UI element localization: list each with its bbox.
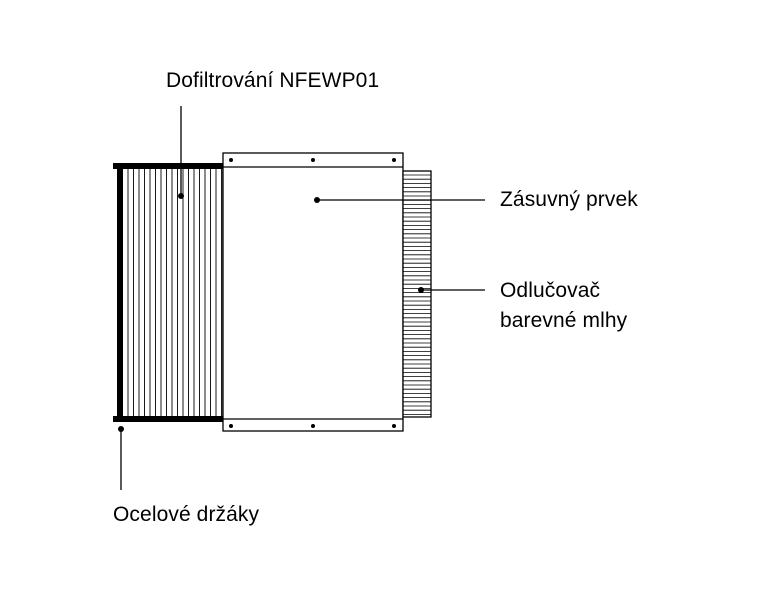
- leader-dot-brackets: [118, 426, 124, 432]
- leader-dot-insert: [314, 197, 320, 203]
- label-separator-line2: barevné mlhy: [500, 309, 628, 332]
- insert-element: [222, 152, 404, 432]
- rivet: [392, 158, 396, 162]
- rivet: [311, 158, 315, 162]
- steel-bracket-left: [117, 165, 123, 421]
- label-separator-line1: Odlučovač: [500, 279, 601, 302]
- label-insert: Zásuvný prvek: [500, 188, 638, 211]
- rivet: [229, 424, 233, 428]
- filter-pleats: [127, 169, 222, 417]
- label-steel-brackets: Ocelové držáky: [113, 503, 260, 526]
- paint-mist-separator: [402, 170, 432, 418]
- steel-bracket-top: [113, 163, 224, 169]
- label-separator: Odlučovač barevné mlhy: [500, 276, 627, 336]
- rivet: [392, 424, 396, 428]
- refiltration-filter: [113, 163, 224, 422]
- steel-bracket-bottom: [113, 416, 224, 422]
- leader-dot-separator: [418, 287, 424, 293]
- leader-dot-refiltration: [178, 193, 184, 199]
- rivet: [229, 158, 233, 162]
- rivet: [311, 424, 315, 428]
- leader-lines: [118, 106, 485, 490]
- label-refiltration: Dofiltrování NFEWP01: [166, 69, 380, 92]
